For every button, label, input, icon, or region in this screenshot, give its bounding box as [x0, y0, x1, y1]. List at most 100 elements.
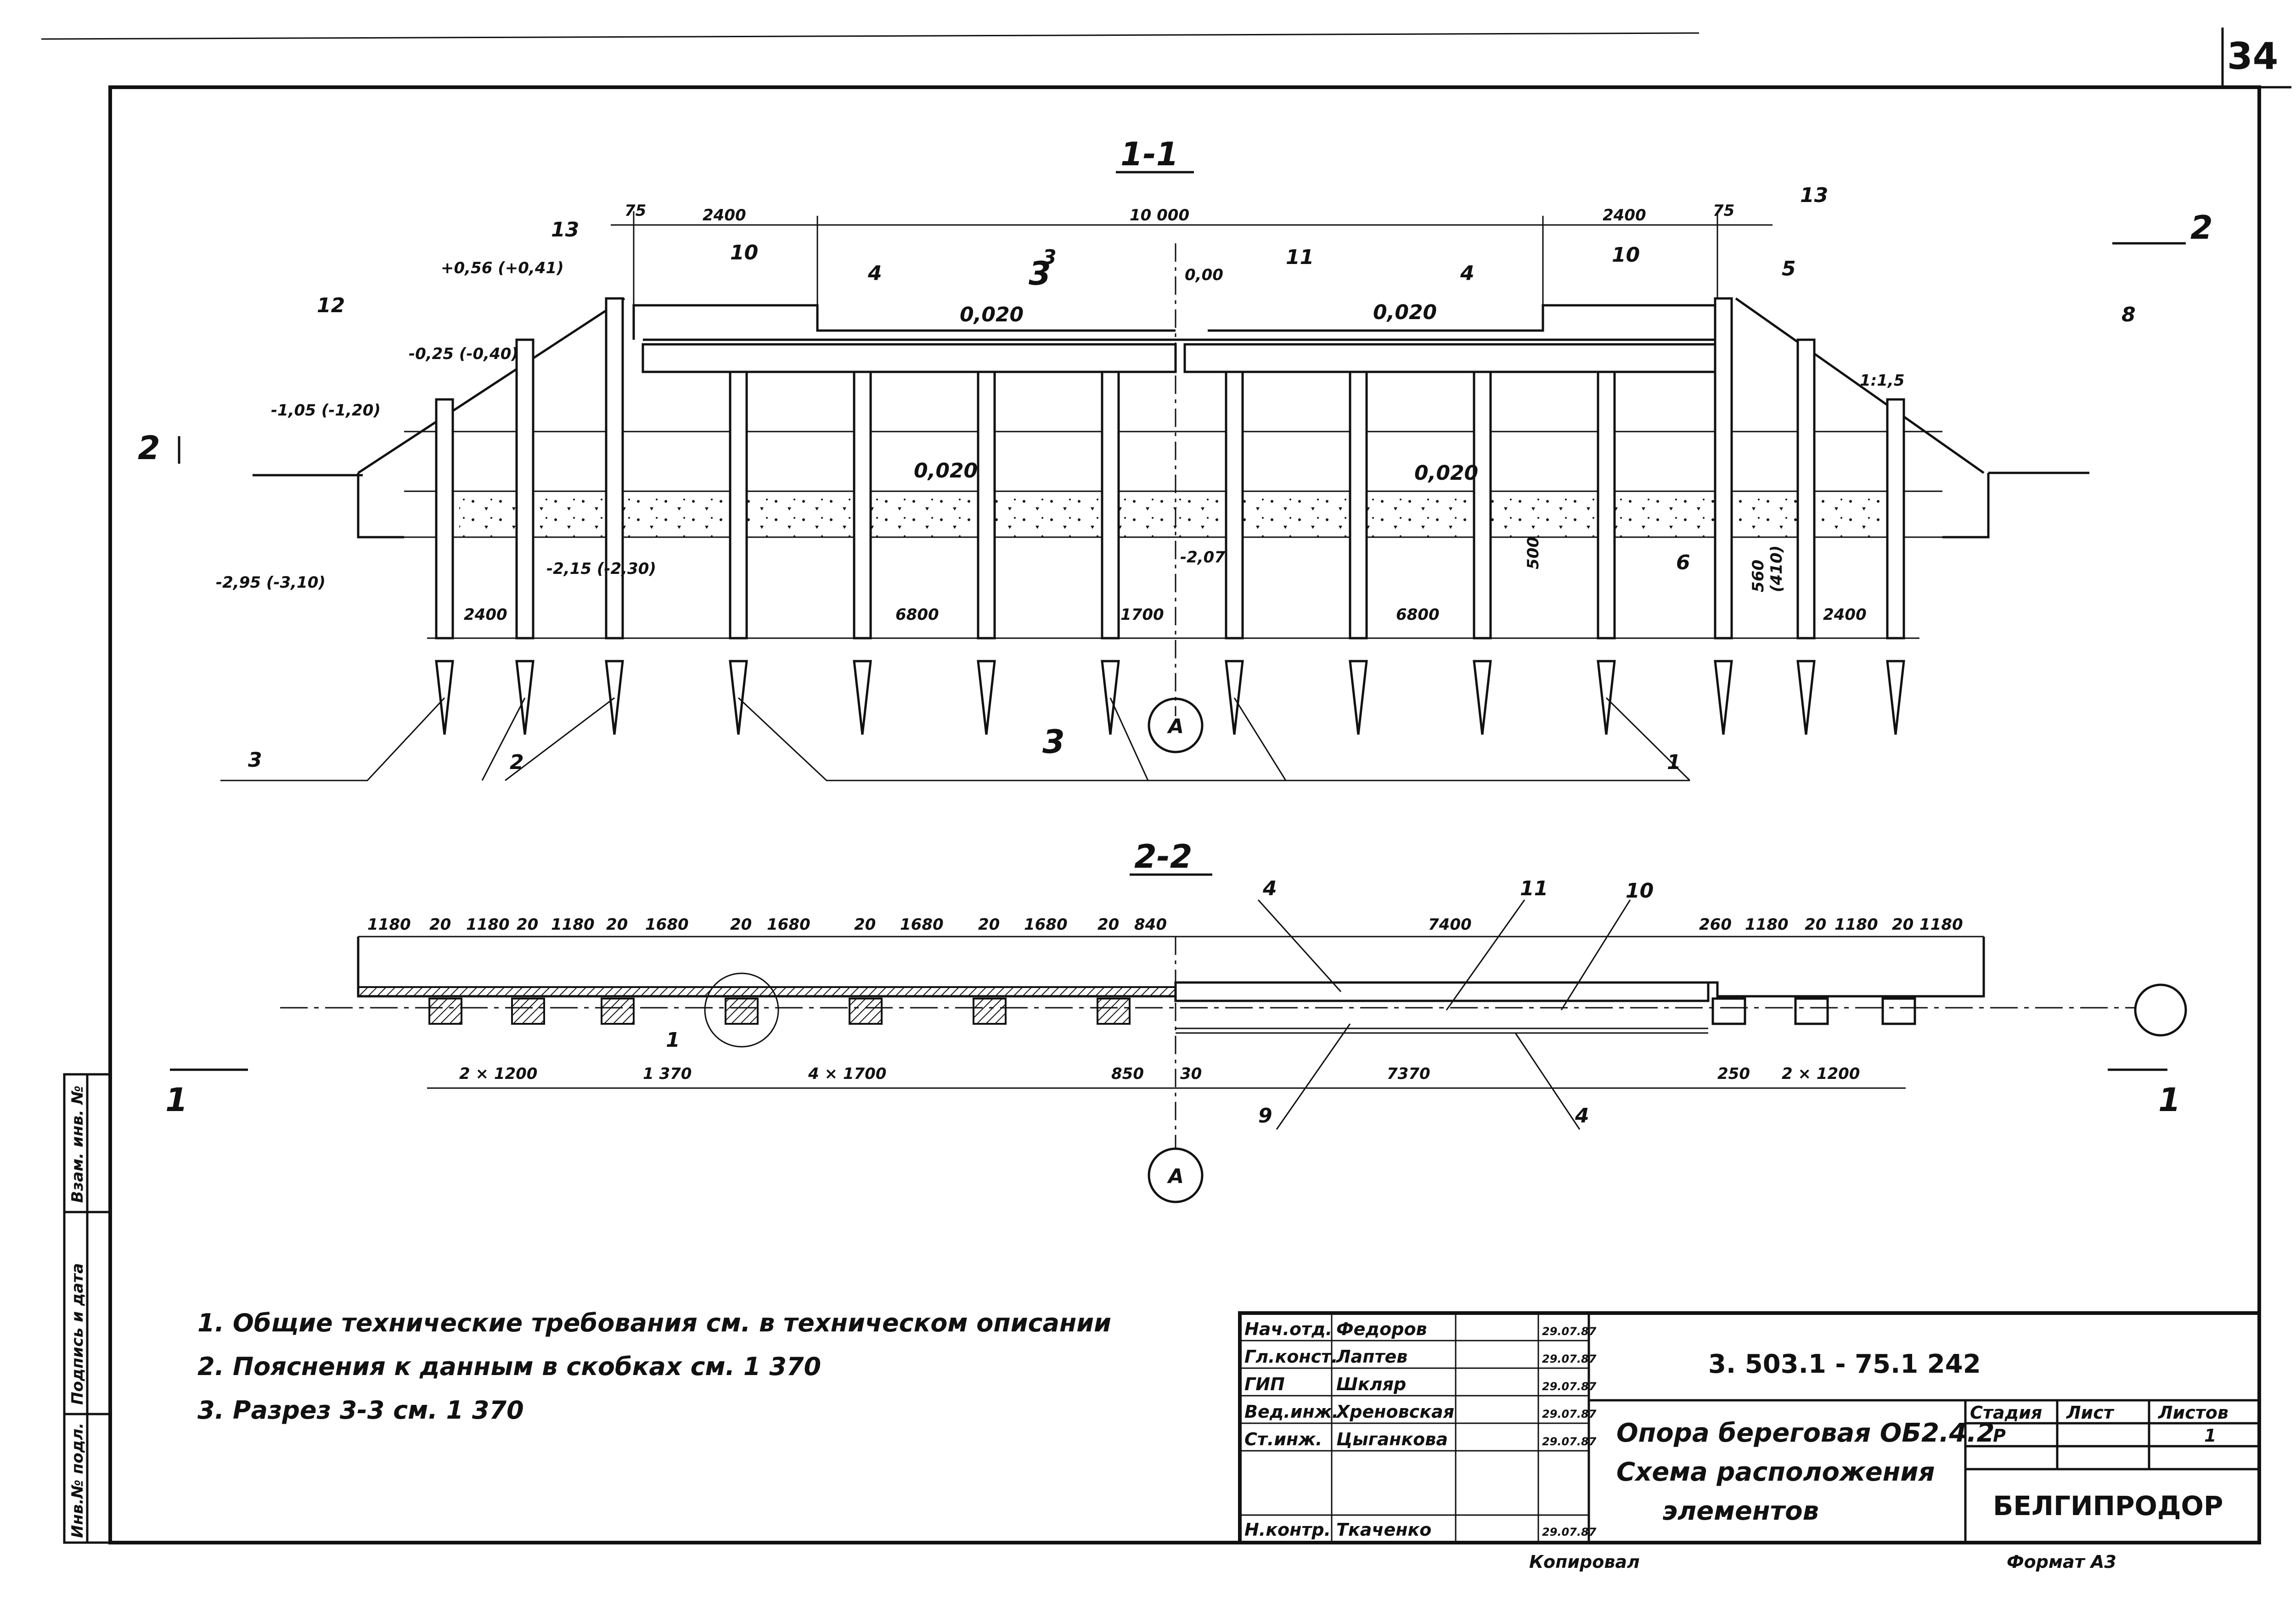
svg-text:Вед.инж.: Вед.инж.	[1244, 1402, 1339, 1422]
svg-text:29.07.87: 29.07.87	[1542, 1408, 1597, 1420]
svg-text:1180: 1180	[1919, 915, 1963, 934]
plan-hatched-beam	[357, 986, 1176, 997]
svg-text:29.07.87: 29.07.87	[1542, 1435, 1597, 1448]
stamp-signature-date: Подпись и дата	[68, 1263, 87, 1405]
slope-mid-right: 0,020	[1414, 461, 1478, 485]
mark-2-right: 2	[2190, 209, 2213, 247]
note-3: 3. Разрез 3-3 см. 1 370	[197, 1396, 524, 1425]
dim-2400-right: 2400	[1603, 206, 1646, 225]
callout-2: 2	[510, 751, 524, 774]
top-rule	[41, 32, 1699, 40]
slope-ratio: 1:1,5	[1860, 371, 1904, 390]
svg-text:Федоров: Федоров	[1336, 1319, 1427, 1339]
sheet-header: Лист	[2066, 1403, 2115, 1423]
span-6800-left: 6800	[895, 606, 939, 624]
elev-2-95: -2,95 (-3,10)	[216, 573, 326, 592]
leader-lines-left	[220, 697, 615, 781]
svg-text:1180: 1180	[1835, 915, 1878, 934]
span-6800-right: 6800	[1396, 606, 1440, 624]
section-1-1: 1-1 75 2400 10 000 2400 75	[138, 135, 2213, 781]
plan-dim-250: 250	[1717, 1065, 1750, 1083]
sheets-value: 1	[2204, 1426, 2216, 1446]
elev-0-25: -0,25 (-0,40)	[409, 345, 518, 363]
plan-top-dims-right: 260 1180 20 1180 20 1180	[1699, 915, 1963, 934]
svg-text:20: 20	[429, 915, 451, 934]
svg-text:1180: 1180	[551, 915, 595, 934]
svg-text:260: 260	[1699, 915, 1732, 934]
svg-text:29.07.87: 29.07.87	[1542, 1325, 1597, 1338]
document-code: 3. 503.1 - 75.1 242	[1708, 1349, 1981, 1379]
elev-0-00: 0,00	[1185, 266, 1223, 284]
svg-text:Хреновская: Хреновская	[1335, 1402, 1454, 1422]
elev-2-15: -2,15 (-2,30)	[546, 560, 656, 578]
dim-75-right: 75	[1713, 202, 1734, 220]
sheets-header: Листов	[2158, 1403, 2228, 1423]
plan-dim-30: 30	[1180, 1065, 1202, 1083]
sheet-number: 34	[2227, 35, 2278, 78]
title-line-1: Опора береговая ОБ2.4.2	[1616, 1418, 1994, 1448]
vdim-500: 500	[1524, 537, 1542, 569]
leader-lines-right	[737, 697, 1691, 781]
axis-marker-bottom	[1148, 1147, 1204, 1203]
abutment-wings	[357, 473, 1990, 539]
svg-text:20: 20	[1805, 915, 1826, 934]
piles-section-1	[435, 297, 1905, 640]
plan-dim-7400: 7400	[1428, 915, 1472, 934]
stamp-replace-inv: Взам. инв. №	[68, 1085, 87, 1203]
note-2: 2. Пояснения к данным в скобках см. 1 37…	[197, 1352, 821, 1381]
beam-left	[642, 343, 1177, 373]
dim-2400-left: 2400	[703, 206, 746, 225]
dim-10000: 10 000	[1130, 206, 1189, 225]
callout-12: 12	[317, 294, 345, 317]
pile-tips	[435, 660, 1905, 735]
plan-callout-11: 11	[1520, 877, 1548, 900]
staff-row-3: Вед.инж.Хреновская 29.07.87	[1244, 1402, 1597, 1422]
slope-mid-left: 0,020	[914, 459, 978, 483]
svg-text:20: 20	[854, 915, 876, 934]
stamp-inv-no: Инв.№ подл.	[68, 1423, 87, 1538]
svg-text:29.07.87: 29.07.87	[1542, 1380, 1597, 1393]
svg-text:1180: 1180	[466, 915, 510, 934]
drawing-frame	[108, 85, 2261, 1544]
svg-text:20: 20	[517, 915, 538, 934]
plan-leaders	[1257, 899, 1631, 1130]
elev-2-07: -2,07	[1180, 548, 1225, 567]
beam-right	[1183, 343, 1719, 373]
slope-top-left: 0,020	[960, 303, 1024, 326]
plan-dim-7370: 7370	[1387, 1065, 1430, 1083]
slope-top-right: 0,020	[1373, 301, 1437, 324]
svg-text:1680: 1680	[645, 915, 689, 934]
plan-dim-2x1200-right: 2 × 1200	[1782, 1065, 1860, 1083]
callout-10-left: 10	[730, 241, 758, 264]
svg-text:Гл.конст.: Гл.конст.	[1244, 1347, 1338, 1367]
copied-label: Копировал	[1529, 1552, 1640, 1572]
svg-text:29.07.87: 29.07.87	[1542, 1526, 1597, 1538]
callout-6: 6	[1676, 551, 1690, 574]
concrete-layer	[459, 491, 1901, 537]
callout-13-right: 13	[1800, 184, 1828, 207]
callout-4-left: 4	[867, 262, 882, 285]
vdim-410: (410)	[1767, 545, 1786, 592]
plan-callout-9: 9	[1258, 1104, 1272, 1128]
callout-13-left: 13	[551, 218, 579, 241]
plan-callout-4-top: 4	[1262, 877, 1277, 900]
detail-ref: 1	[666, 1028, 680, 1052]
organization: БЕЛГИПРОДОР	[1993, 1490, 2223, 1521]
embankment-slope-right	[1735, 297, 1985, 474]
plan-callout-10: 10	[1626, 879, 1654, 903]
elev-0-56: +0,56 (+0,41)	[441, 259, 564, 277]
svg-text:1680: 1680	[1024, 915, 1068, 934]
plan-slab	[1174, 981, 1710, 1002]
callout-5: 5	[1782, 257, 1796, 281]
detail-circle	[704, 972, 779, 1048]
svg-text:ГИП: ГИП	[1244, 1374, 1285, 1394]
svg-text:1180: 1180	[367, 915, 411, 934]
plan-dim-850: 850	[1111, 1065, 1144, 1083]
svg-text:1180: 1180	[1745, 915, 1789, 934]
general-notes: 1. Общие технические требования см. в те…	[197, 1308, 1111, 1425]
svg-text:Нач.отд.: Нач.отд.	[1244, 1319, 1332, 1339]
